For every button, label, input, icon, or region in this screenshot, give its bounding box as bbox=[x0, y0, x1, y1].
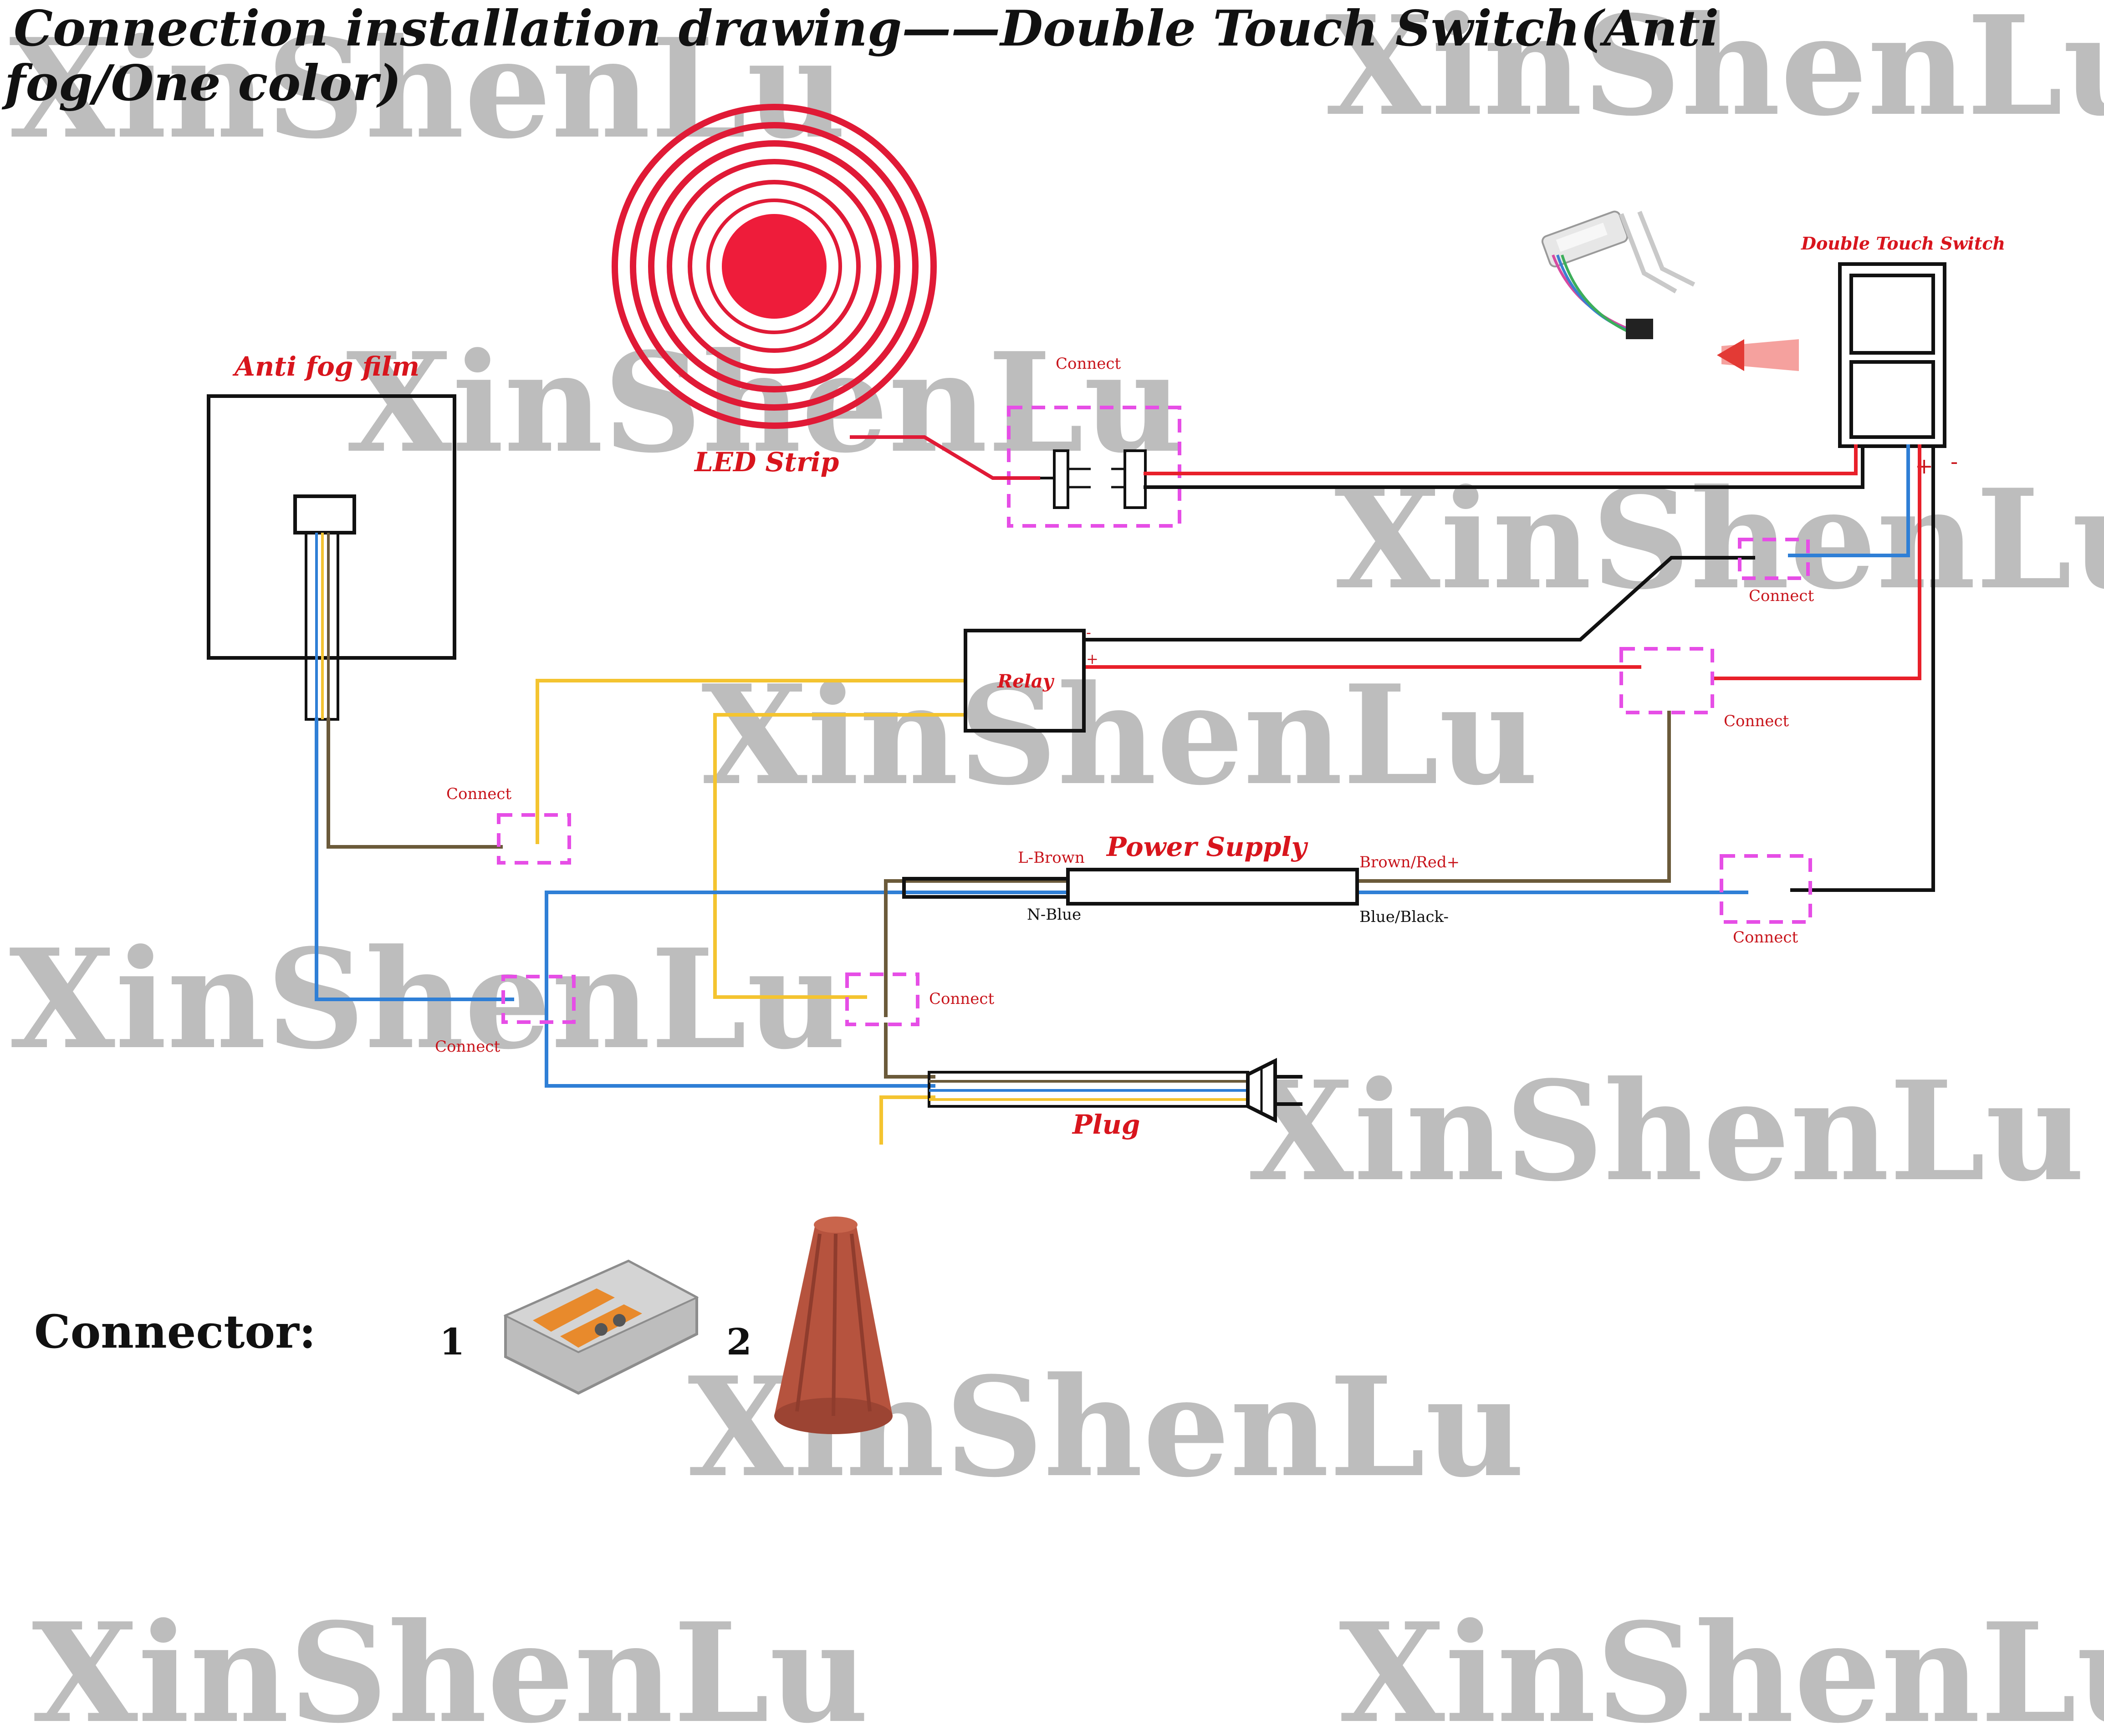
connect-box-relay bbox=[1619, 647, 1714, 714]
l-brown-label: L-Brown bbox=[1018, 849, 1085, 867]
connect-box-switch bbox=[1738, 538, 1810, 580]
watermark-5: XinShenLu bbox=[701, 655, 1538, 815]
relay-minus-label: - bbox=[1086, 624, 1091, 641]
anti-fog-film-panel bbox=[207, 394, 456, 660]
power-supply-label: Power Supply bbox=[1106, 831, 1309, 862]
power-supply-box bbox=[1066, 868, 1359, 906]
wires bbox=[315, 435, 1935, 1145]
plug-cable bbox=[928, 1071, 1249, 1108]
connect-label-plug: Connect bbox=[929, 990, 994, 1008]
watermark-9: XinShenLu bbox=[32, 1593, 869, 1736]
double-touch-switch-label: Double Touch Switch bbox=[1801, 233, 2005, 254]
connect-label-blue: Connect bbox=[435, 1038, 500, 1056]
connect-box-plug bbox=[845, 972, 919, 1026]
connector-item2-label: 2 bbox=[726, 1320, 752, 1363]
connector-item1-label: 1 bbox=[439, 1320, 465, 1363]
connect-label-film: Connect bbox=[446, 785, 511, 803]
connect-label-switch: Connect bbox=[1749, 587, 1814, 605]
plug-label: Plug bbox=[1072, 1109, 1140, 1140]
relay-label: Relay bbox=[997, 671, 1055, 692]
connect-box-led bbox=[1007, 406, 1181, 528]
watermark-7: XinShenLu bbox=[1248, 1051, 2085, 1212]
relay-box bbox=[964, 629, 1086, 733]
anti-fog-film-lead bbox=[305, 531, 339, 721]
switch-module-photo bbox=[1541, 210, 1695, 339]
arrow-icon bbox=[1717, 339, 1799, 371]
watermarks: XinShenLu XinShenLu XinShenLu XinShenLu … bbox=[9, 0, 2104, 1736]
plug-icon bbox=[1246, 1058, 1302, 1123]
switch-minus-label: - bbox=[1951, 449, 1958, 474]
connector-label: Connector: bbox=[34, 1305, 316, 1359]
anti-fog-film-label: Anti fog film bbox=[232, 351, 419, 382]
watermark-10: XinShenLu bbox=[1339, 1593, 2104, 1736]
blue-black-minus-label: Blue/Black- bbox=[1359, 908, 1449, 926]
brown-red-plus-label: Brown/Red+ bbox=[1359, 853, 1460, 871]
watermark-4: XinShenLu bbox=[1334, 459, 2104, 620]
led-strip-plug bbox=[1038, 449, 1147, 509]
watermark-2: XinShenLu bbox=[1325, 0, 2104, 146]
led-strip-icon bbox=[612, 104, 937, 429]
connect-label-led: Connect bbox=[1056, 355, 1121, 373]
page-title-line1: Connection installation drawing——Double … bbox=[14, 0, 1719, 57]
connect-label-relay: Connect bbox=[1724, 712, 1789, 730]
connect-box-psu bbox=[1720, 854, 1812, 924]
connect-label-psu: Connect bbox=[1733, 928, 1798, 947]
page-title-line2: fog/One color) bbox=[1, 55, 401, 112]
connect-box-film bbox=[497, 813, 571, 865]
relay-plus-label: + bbox=[1086, 650, 1098, 667]
anti-fog-film-terminal bbox=[293, 494, 356, 535]
power-supply-input-lead bbox=[902, 877, 1070, 899]
wire-nut-icon bbox=[774, 1217, 893, 1434]
n-blue-label: N-Blue bbox=[1027, 906, 1081, 924]
connect-box-blue bbox=[501, 975, 576, 1024]
led-strip-label: LED Strip bbox=[694, 447, 839, 478]
lever-connector-icon bbox=[503, 1259, 699, 1395]
double-touch-switch bbox=[1838, 262, 1946, 448]
